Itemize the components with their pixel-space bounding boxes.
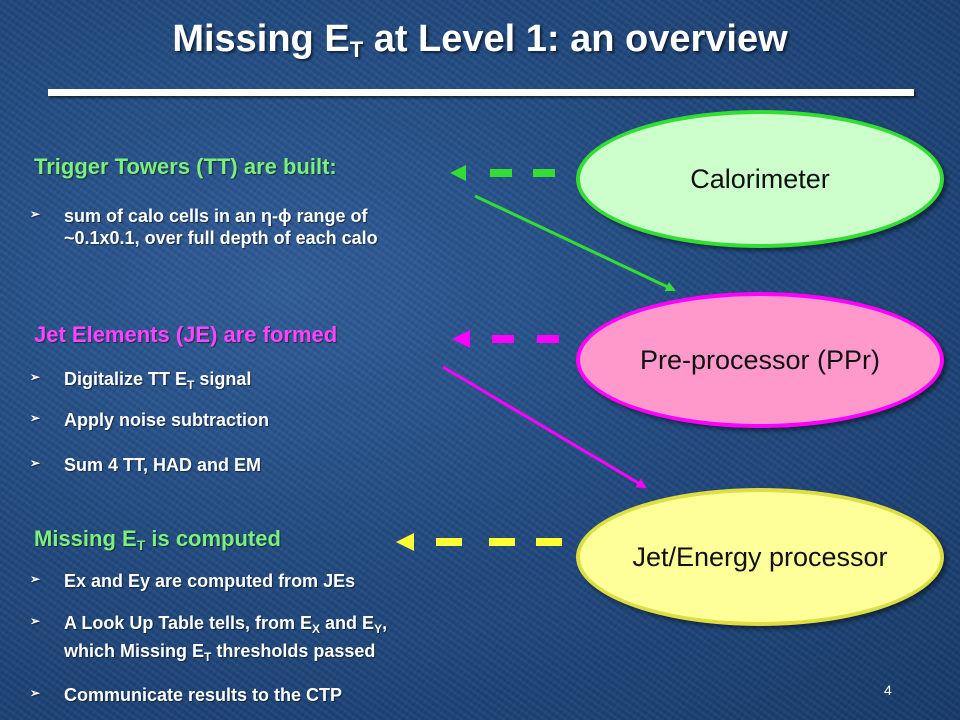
title-sub: T (349, 37, 364, 62)
bullet-suffix: signal (194, 369, 252, 389)
section-heading-missing-et: Missing ET is computed (34, 526, 281, 553)
bullet-lookup-table: ➢ A Look Up Table tells, from EX and EY,… (30, 612, 584, 668)
bullet-text: Ex and Ey are computed from JEs (64, 571, 356, 591)
arrowhead-bullet-icon: ➢ (30, 686, 41, 700)
arrowhead-bullet-icon: ➢ (30, 572, 41, 586)
bullet-text: sum of calo cells in an η-ϕ range of (64, 206, 368, 226)
calorimeter-label: Calorimeter (690, 163, 830, 194)
jet-energy-processor-box: Jet/Energy processor (576, 488, 944, 626)
bullet-text-line2: ~0.1x0.1, over full depth of each calo (64, 228, 378, 248)
dashed-left-arrow-icon (396, 533, 562, 551)
dashed-left-arrow-icon (452, 330, 559, 348)
bullet-text: Communicate results to the CTP (64, 685, 343, 705)
arrowhead-bullet-icon: ➢ (30, 207, 41, 221)
calorimeter-box: Calorimeter (576, 110, 944, 248)
heading-text: Jet Elements (JE) are formed (34, 322, 338, 347)
title-prefix: Missing E (172, 18, 350, 60)
bullet-sub: X (312, 622, 321, 636)
section-heading-trigger-towers: Trigger Towers (TT) are built: (34, 154, 337, 180)
bullet-mid: and E (320, 613, 375, 633)
jep-label: Jet/Energy processor (632, 541, 888, 572)
arrow-ppr-to-jep (442, 365, 647, 489)
bullet-suffix: , (382, 613, 388, 633)
bullet-digitalize: ➢ Digitalize TT ET signal (30, 368, 464, 396)
bullet-line2-suffix: thresholds passed (211, 641, 376, 661)
arrowhead-bullet-icon: ➢ (30, 456, 41, 470)
arrowhead-bullet-icon: ➢ (30, 370, 41, 384)
preprocessor-label: Pre-processor (PPr) (639, 344, 881, 375)
preprocessor-box: Pre-processor (PPr) (576, 292, 944, 428)
title-suffix: at Level 1: an overview (363, 18, 788, 60)
heading-sub: T (136, 537, 146, 553)
bullet-sum-calo-cells: ➢ sum of calo cells in an η-ϕ range of ~… (30, 205, 534, 249)
heading-prefix: Missing E (34, 526, 137, 551)
section-heading-jet-elements: Jet Elements (JE) are formed (34, 322, 337, 348)
heading-text: Trigger Towers (TT) are built: (34, 154, 337, 179)
arrowhead-bullet-icon: ➢ (30, 411, 41, 425)
bullet-sub2: Y (374, 622, 383, 636)
bullet-ex-ey: ➢ Ex and Ey are computed from JEs (30, 570, 564, 592)
bullet-sub: T (187, 378, 195, 392)
bullet-text: Sum 4 TT, HAD and EM (64, 455, 262, 475)
bullet-noise-subtraction: ➢ Apply noise subtraction (30, 409, 464, 431)
bullet-prefix: Digitalize TT E (64, 369, 188, 389)
dashed-left-arrow-icon (450, 165, 555, 181)
bullet-communicate-ctp: ➢ Communicate results to the CTP (30, 684, 564, 706)
bullet-line2-prefix: which Missing E (64, 641, 205, 661)
bullet-text: Apply noise subtraction (64, 410, 270, 430)
arrowhead-bullet-icon: ➢ (30, 614, 41, 628)
slide-title: Missing ET at Level 1: an overview (0, 18, 960, 63)
bullet-sum-4-tt: ➢ Sum 4 TT, HAD and EM (30, 454, 464, 476)
title-underline (48, 89, 914, 96)
page-number: 4 (884, 682, 892, 698)
arrow-calo-to-ppr (474, 194, 676, 292)
bullet-line2-sub: T (204, 650, 212, 664)
heading-suffix: is computed (145, 526, 281, 551)
bullet-prefix: A Look Up Table tells, from E (64, 613, 313, 633)
